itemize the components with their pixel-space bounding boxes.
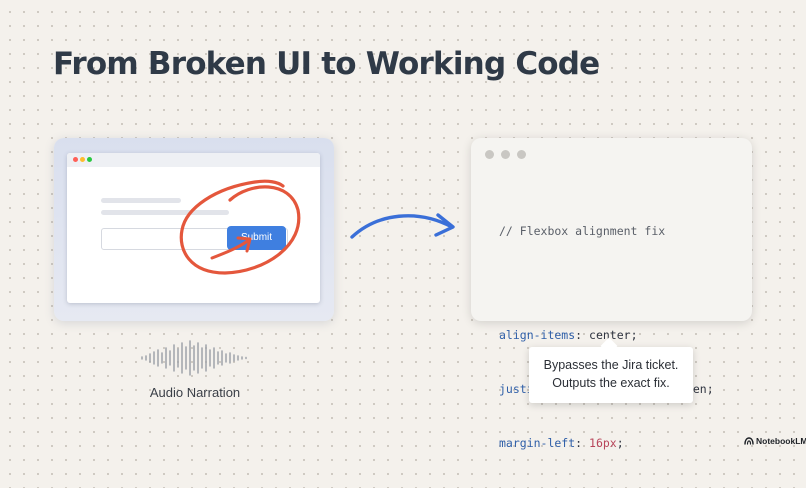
code-line: margin-left: 16px; [499, 436, 624, 450]
callout-line-1: Bypasses the Jira ticket. [543, 358, 679, 372]
window-dot [501, 150, 510, 159]
placeholder-text-line [101, 210, 229, 215]
window-maximize-dot [87, 157, 92, 162]
broken-ui-mockup: Submit [54, 138, 334, 321]
audio-narration-label: Audio Narration [149, 385, 241, 400]
callout-line-2: Outputs the exact fix. [552, 376, 670, 390]
window-dot [485, 150, 494, 159]
slide-title: From Broken UI to Working Code [53, 46, 600, 82]
mock-browser-window: Submit [67, 153, 320, 303]
waveform-icon [141, 340, 247, 376]
code-block: // Flexbox alignment fix align-items: ce… [499, 186, 714, 488]
code-comment: // Flexbox alignment fix [499, 224, 666, 238]
curved-arrow-icon [350, 213, 455, 239]
placeholder-text-line [101, 198, 181, 203]
notebooklm-logo-icon [744, 437, 754, 445]
annotation-circle-icon [179, 179, 301, 275]
mock-window-titlebar [67, 153, 320, 167]
window-dot [517, 150, 526, 159]
brand-mark: NotebookLM [744, 436, 806, 446]
callout-box: Bypasses the Jira ticket. Outputs the ex… [529, 337, 693, 403]
code-panel: // Flexbox alignment fix align-items: ce… [471, 138, 752, 450]
code-line: align-items: center; [499, 328, 638, 342]
window-close-dot [73, 157, 78, 162]
window-minimize-dot [80, 157, 85, 162]
brand-name: NotebookLM [756, 436, 806, 446]
